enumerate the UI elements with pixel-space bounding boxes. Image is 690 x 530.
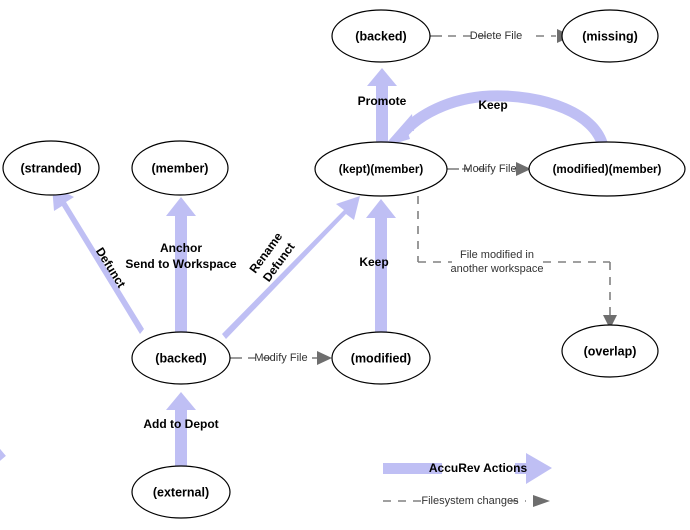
node-missing-ellipse bbox=[561, 9, 659, 63]
node-member-ellipse bbox=[131, 140, 229, 196]
action-edge-defunct-stranded: Defunct bbox=[0, 186, 144, 530]
legend: AccuRev Actions Filesystem changes bbox=[383, 453, 552, 507]
fs-edge-modify-file-backed: Modify File bbox=[230, 351, 332, 365]
action-edge-keep-curve: Keep bbox=[383, 90, 610, 154]
node-modified-label: (modified) bbox=[351, 351, 411, 365]
fs-edge-modify-file-kept: Modify File bbox=[447, 162, 531, 176]
node-external[interactable]: (external) bbox=[131, 465, 231, 519]
node-backed-top[interactable]: (backed) bbox=[331, 9, 431, 63]
action-edge-keep-modified: Keep bbox=[359, 199, 396, 332]
node-external-ellipse bbox=[131, 465, 231, 519]
file-modified-elsewhere-arrowhead bbox=[603, 315, 617, 329]
legend-label-filesystem-changes: Filesystem changes bbox=[421, 495, 519, 507]
action-edge-label-promote: Promote bbox=[358, 94, 407, 108]
node-member[interactable]: (member) bbox=[131, 140, 229, 196]
defunct-stranded-arrow bbox=[52, 186, 144, 334]
add-to-depot-arrow bbox=[166, 392, 196, 466]
fs-edge-label-modify-file-backed: Modify File bbox=[254, 352, 307, 364]
action-edge-add-to-depot: Add to Depot bbox=[143, 392, 219, 466]
node-modified-member-label: (modified)(member) bbox=[553, 163, 662, 176]
node-member-label: (member) bbox=[152, 161, 209, 175]
legend-fs-arrowhead bbox=[533, 495, 550, 507]
node-backed-top-label: (backed) bbox=[355, 29, 406, 43]
node-kept-member-label: (kept)(member) bbox=[339, 163, 424, 176]
node-modified-member-ellipse bbox=[528, 141, 686, 197]
legend-item-accurev-actions: AccuRev Actions bbox=[383, 453, 552, 484]
keep-curve-path bbox=[399, 90, 610, 154]
action-edge-label-keep-modified: Keep bbox=[359, 255, 388, 269]
node-external-label: (external) bbox=[153, 485, 209, 499]
defunct-stranded-arrow-inner bbox=[0, 446, 6, 530]
node-modified-member[interactable]: (modified)(member) bbox=[528, 141, 686, 197]
keep-modified-arrow bbox=[366, 199, 396, 332]
legend-item-filesystem-changes: Filesystem changes bbox=[383, 495, 550, 507]
promote-arrow bbox=[367, 68, 397, 145]
rename-defunct-arrow bbox=[222, 196, 360, 339]
node-kept-member-ellipse bbox=[314, 141, 448, 197]
action-edge-rename-defunct: Rename Defunct bbox=[222, 196, 360, 339]
node-stranded[interactable]: (stranded) bbox=[2, 140, 100, 196]
legend-action-bar bbox=[383, 463, 442, 474]
node-backed-top-ellipse bbox=[331, 9, 431, 63]
legend-label-accurev-actions: AccuRev Actions bbox=[429, 461, 528, 475]
legend-action-arrowhead bbox=[526, 453, 552, 484]
anchor-arrow bbox=[166, 197, 196, 332]
fs-edge-label-modify-file-kept: Modify File bbox=[463, 163, 516, 175]
fs-edge-label-file-modified-elsewhere-line2: another workspace bbox=[451, 263, 544, 275]
node-kept-member[interactable]: (kept)(member) bbox=[314, 141, 448, 197]
node-overlap[interactable]: (overlap) bbox=[561, 324, 659, 378]
fs-edge-file-modified-elsewhere: File modified in another workspace bbox=[417, 196, 617, 329]
node-overlap-ellipse bbox=[561, 324, 659, 378]
modify-file-backed-arrowhead bbox=[317, 351, 332, 365]
nodes-group: (backed) (missing) (stranded) (member) (… bbox=[2, 9, 686, 519]
action-edge-anchor: Anchor Send to Workspace bbox=[125, 197, 237, 332]
node-stranded-ellipse bbox=[2, 140, 100, 196]
fs-edge-label-file-modified-elsewhere-line1: File modified in bbox=[460, 249, 534, 261]
node-modified-ellipse bbox=[331, 331, 431, 385]
action-edge-promote: Promote bbox=[358, 68, 407, 145]
node-stranded-label: (stranded) bbox=[20, 161, 81, 175]
action-edge-label-anchor-line1: Anchor bbox=[160, 241, 202, 255]
node-missing-label: (missing) bbox=[582, 29, 638, 43]
node-backed-mid[interactable]: (backed) bbox=[131, 331, 231, 385]
fs-edge-delete-file: Delete File bbox=[430, 29, 572, 43]
action-edge-label-keep-curve: Keep bbox=[478, 98, 507, 112]
node-backed-mid-ellipse bbox=[131, 331, 231, 385]
legend-action-bar-right bbox=[515, 463, 531, 474]
node-overlap-label: (overlap) bbox=[584, 344, 637, 358]
keep-curve-arrowhead bbox=[383, 114, 414, 147]
node-missing[interactable]: (missing) bbox=[561, 9, 659, 63]
modify-file-kept-arrowhead bbox=[516, 162, 531, 176]
fs-edge-label-delete-file: Delete File bbox=[470, 30, 523, 42]
node-modified[interactable]: (modified) bbox=[331, 331, 431, 385]
action-edge-label-anchor-line2: Send to Workspace bbox=[125, 257, 236, 271]
node-backed-mid-label: (backed) bbox=[155, 351, 206, 365]
filesystem-edges-group: Delete File Modify File Modify File bbox=[230, 29, 617, 365]
action-edge-label-add-to-depot: Add to Depot bbox=[143, 417, 218, 431]
